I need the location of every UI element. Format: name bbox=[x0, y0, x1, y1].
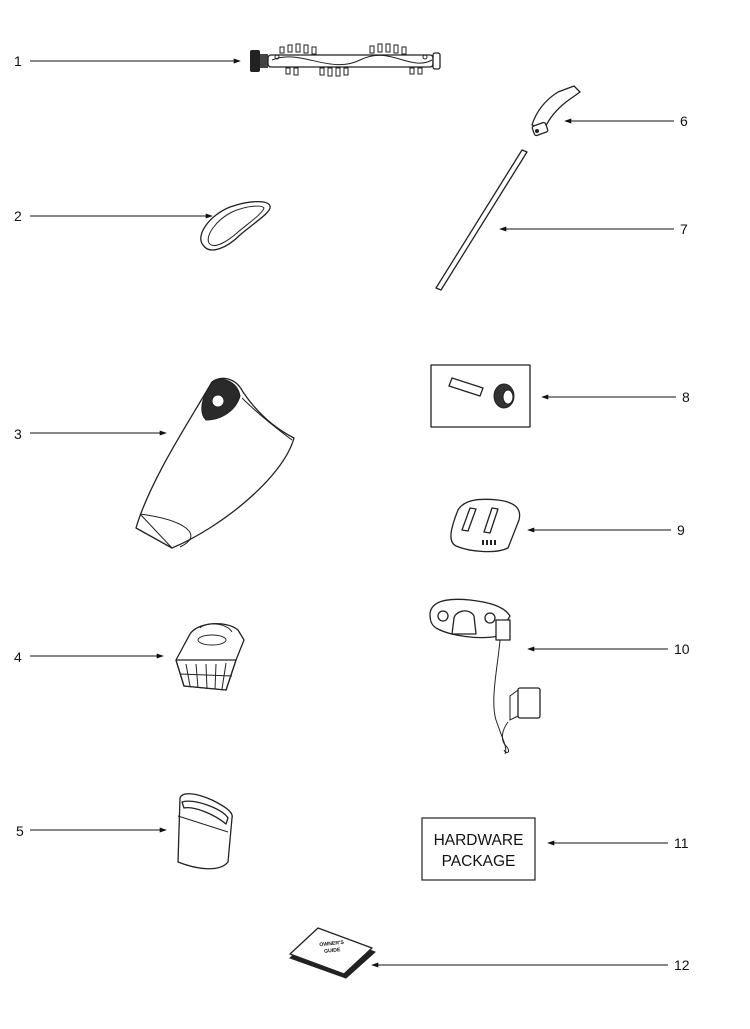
hardware-package: HARDWARE PACKAGE bbox=[421, 817, 536, 881]
extension-tube-icon bbox=[435, 149, 528, 291]
callout-12: 12 bbox=[674, 957, 690, 973]
owners-guide-line2: GUIDE bbox=[324, 947, 342, 955]
battery-icon bbox=[450, 498, 521, 553]
callout-2: 2 bbox=[14, 208, 22, 224]
hardware-package-line1: HARDWARE bbox=[434, 832, 524, 849]
callout-6: 6 bbox=[680, 113, 688, 129]
callout-9: 9 bbox=[677, 522, 685, 538]
callout-3: 3 bbox=[14, 426, 22, 442]
brushroll-icon bbox=[250, 43, 441, 77]
callout-1: 1 bbox=[14, 53, 22, 69]
filter-icon bbox=[175, 623, 245, 691]
belt-icon bbox=[200, 200, 271, 251]
callout-5: 5 bbox=[16, 823, 24, 839]
callout-7: 7 bbox=[680, 221, 688, 237]
dirt-cup-icon bbox=[177, 793, 233, 870]
handle-grip-icon bbox=[531, 85, 581, 137]
callout-11: 11 bbox=[674, 835, 689, 851]
hardware-package-line2: PACKAGE bbox=[442, 853, 516, 870]
handheld-body-icon bbox=[135, 377, 295, 549]
callout-4: 4 bbox=[14, 649, 22, 665]
owners-guide-icon: OWNER'S GUIDE bbox=[289, 927, 376, 979]
callout-8: 8 bbox=[682, 389, 690, 405]
owners-guide-line1: OWNER'S bbox=[319, 940, 345, 949]
callout-10: 10 bbox=[674, 641, 690, 657]
small-parts-kit-icon bbox=[430, 364, 531, 428]
charger-base-icon bbox=[429, 598, 541, 755]
